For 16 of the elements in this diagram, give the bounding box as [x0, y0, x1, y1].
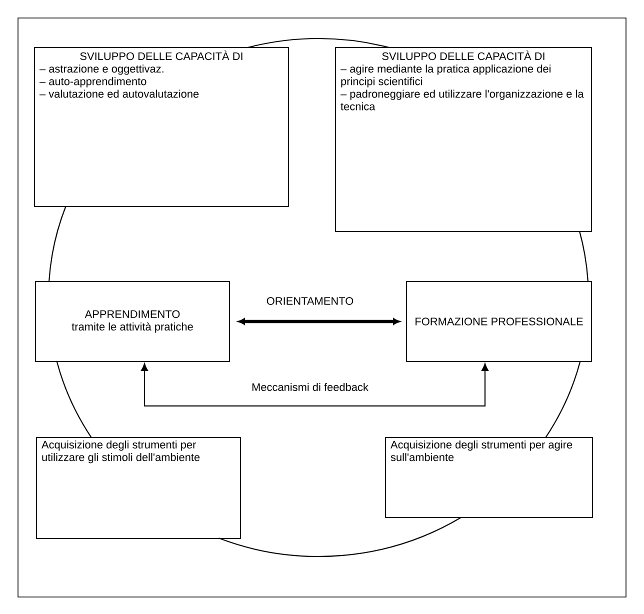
text-box: Acquisizione degli strumenti per utilizzare gli stimoli dell'ambiente: [36, 436, 241, 539]
circle-arc: [218, 516, 462, 557]
circle-arc: [248, 38, 390, 48]
circle-arc: [579, 231, 589, 282]
feedback-arrow: [141, 363, 488, 407]
text-box: APPRENDIMENTO tramite le attività pratiche: [35, 280, 230, 362]
text-box: Acquisizione degli strumenti per agire sull'ambiente: [385, 436, 593, 518]
circle-arc: [545, 361, 581, 438]
circle-arc: [56, 360, 92, 438]
text-box: FORMAZIONE PROFESSIONALE: [406, 280, 592, 362]
text-box: SVILUPPO DELLE CAPACITÀ DI – astrazione e oggettivaz. – auto-apprendimento – valutazione ed autovalutazione: [34, 47, 289, 207]
text-box: SVILUPPO DELLE CAPACITÀ DI – agire mediante la pratica applicazione dei principi scientifici – padroneggiare ed utilizzare l'organizzazione e la tecnica: [335, 47, 592, 232]
double-arrow: [238, 318, 400, 325]
circle-arc: [48, 206, 66, 282]
edge-label: ORIENTAMENTO: [264, 296, 356, 306]
edge-label: Meccanismi di feedback: [250, 381, 370, 392]
